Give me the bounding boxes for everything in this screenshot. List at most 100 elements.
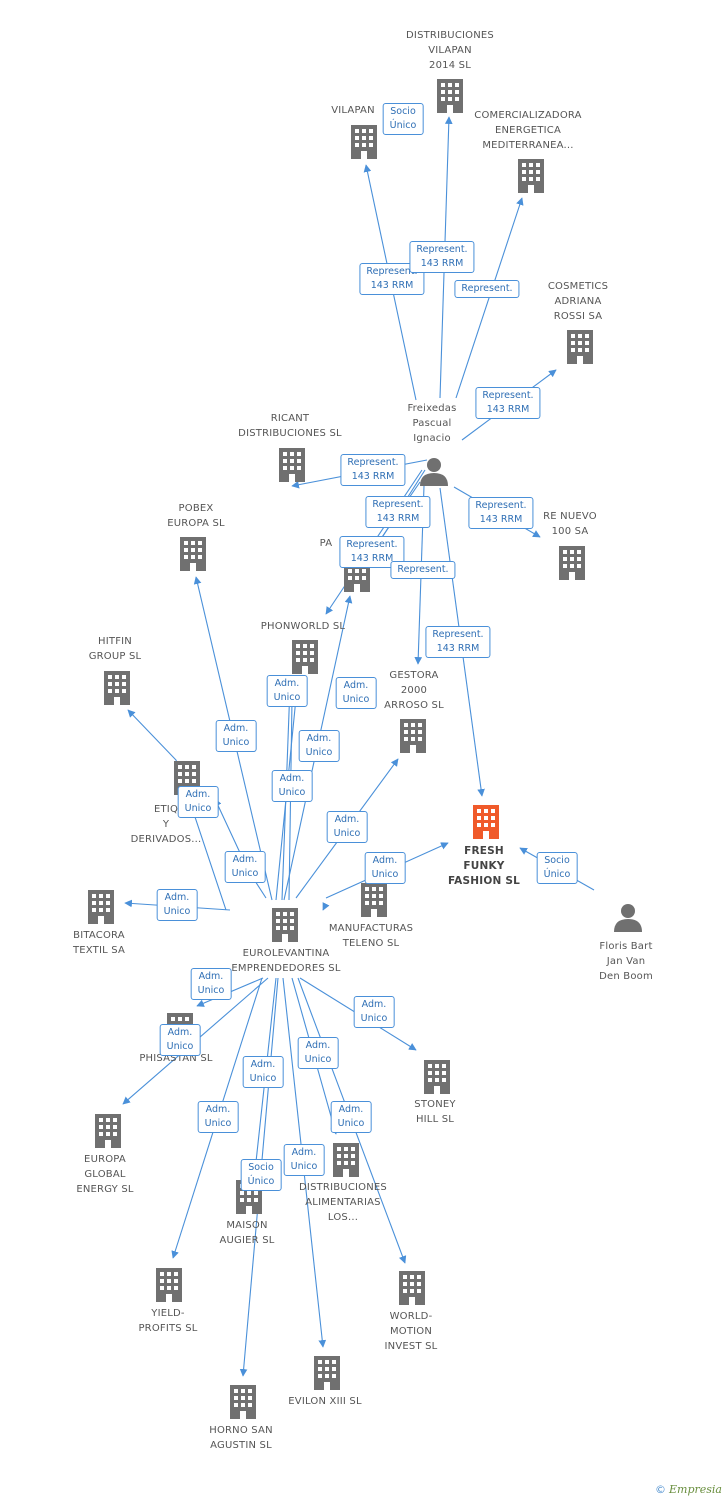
edge-label-line: Represent. [397, 564, 449, 575]
building-icon-yield[interactable] [156, 1268, 182, 1302]
node-label-line: 100 SA [551, 526, 589, 537]
edge-label-l_adm_maison[interactable]: Adm.Unico [242, 1056, 284, 1088]
node-label-line: AUGIER SL [219, 1235, 275, 1246]
edge-label-line: Adm. [164, 892, 190, 903]
edge-label-l_rep_fresh[interactable]: Represent.143 RRM [425, 626, 491, 658]
edge-label-l_adm_fresh[interactable]: Adm.Unico [364, 852, 406, 884]
edge-label-l_adm_x1[interactable]: Adm.Unico [298, 730, 340, 762]
node-label-yield[interactable]: YIELD-PROFITS SL [88, 1306, 248, 1336]
node-label-phonworld[interactable]: PHONWORLD SL [223, 619, 383, 634]
edge-label-line: Unico [273, 692, 301, 703]
node-label-line: DISTRIBUCIONES [406, 30, 494, 41]
building-icon-vilapan[interactable] [351, 125, 377, 159]
edge-label-l_rep_ricant[interactable]: Represent.143 RRM [340, 454, 406, 486]
node-label-phisastan[interactable]: PHISASTAN SL [96, 1051, 256, 1066]
building-icon-phonworld[interactable] [292, 640, 318, 674]
building-icon-bitacora[interactable] [88, 890, 114, 924]
edge-label-line: Unico [290, 1161, 318, 1172]
node-label-pa[interactable]: PA [246, 536, 406, 551]
node-label-line: FUNKY [463, 860, 505, 872]
edge-label-l_adm_etiq[interactable]: Adm.Unico [224, 851, 266, 883]
edge-label-l_adm_pobex[interactable]: Adm.Unico [215, 720, 257, 752]
edge-label-l_rep_pa2[interactable]: Represent.143 RRM [339, 536, 405, 568]
building-icon-manufacturas[interactable] [361, 883, 387, 917]
building-icon-stoney[interactable] [424, 1060, 450, 1094]
node-label-line: HITFIN [98, 636, 132, 647]
edge-label-line: 143 RRM [420, 258, 464, 269]
edge-label-l_adm_evilon[interactable]: Adm.Unico [283, 1144, 325, 1176]
building-icon-comercializadora[interactable] [518, 159, 544, 193]
edge-label-line: 143 RRM [370, 280, 414, 291]
edge-label-line: Unico [342, 694, 370, 705]
building-icon-pobex[interactable] [180, 537, 206, 571]
building-icon-distribuciones_alimentarias[interactable] [333, 1143, 359, 1177]
node-label-line: MOTION [389, 1326, 433, 1337]
building-icon-gestora[interactable] [400, 719, 426, 753]
building-icon-renuevo[interactable] [559, 546, 585, 580]
building-icon-hitfin[interactable] [104, 671, 130, 705]
node-label-line: MANUFACTURAS [328, 923, 414, 934]
edge-label-l_adm_phon[interactable]: Adm.Unico [266, 675, 308, 707]
node-label-line: LOS... [327, 1212, 359, 1223]
edge-label-l_adm_stoney[interactable]: Adm.Unico [353, 996, 395, 1028]
edge-label-line: Represent. [347, 457, 399, 468]
edge-label-l_rep_pa1[interactable]: Represent.143 RRM [365, 496, 431, 528]
edge-label-line: Socio [248, 1162, 274, 1173]
building-icon-europa_global[interactable] [95, 1114, 121, 1148]
building-icon-fresh[interactable] [473, 805, 499, 839]
edge-label-l_rep_dv[interactable]: Represent.143 RRM [409, 241, 475, 273]
edge-label-l_adm_world[interactable]: Adm.Unico [330, 1101, 372, 1133]
building-icon-world_motion[interactable] [399, 1271, 425, 1305]
node-label-line: COMERCIALIZADORA [474, 110, 582, 121]
node-label-vilapan[interactable]: VILAPAN [273, 103, 433, 118]
node-label-evilon[interactable]: EVILON XIII SL [245, 1394, 405, 1409]
edge-label-l_rep_com[interactable]: Represent. [454, 280, 520, 298]
edge-label-l_adm_yield[interactable]: Adm.Unico [197, 1101, 239, 1133]
edge-label-l_adm_x2[interactable]: Adm.Unico [271, 770, 313, 802]
edge-label-l_adm_phis2[interactable]: Adm.Unico [159, 1024, 201, 1056]
edge-label-l_adm_pa[interactable]: Adm.Unico [335, 677, 377, 709]
building-icon-cosmetics[interactable] [567, 330, 593, 364]
edge-label-line: Unico [204, 1118, 232, 1129]
building-icon-evilon[interactable] [314, 1356, 340, 1390]
edge-label-l_rep_cos[interactable]: Represent.143 RRM [475, 387, 541, 419]
building-icon-ricant[interactable] [279, 448, 305, 482]
node-label-line: INVEST SL [384, 1341, 438, 1352]
edge-label-l_adm_gestora[interactable]: Adm.Unico [326, 811, 368, 843]
edge-label-l_adm_bitacora[interactable]: Adm.Unico [156, 889, 198, 921]
edge-label-line: Adm. [361, 999, 387, 1010]
edge-label-line: 143 RRM [486, 404, 530, 415]
edge-label-l_adm_phis1[interactable]: Adm.Unico [190, 968, 232, 1000]
edge-label-l_rep_phon[interactable]: Represent. [390, 561, 456, 579]
edge-label-l_adm_da[interactable]: Adm.Unico [297, 1037, 339, 1069]
edge-label-l_adm_hitfin[interactable]: Adm.Unico [177, 786, 219, 818]
node-label-line: ENERGETICA [494, 125, 561, 136]
edge-label-l_rep_renuevo[interactable]: Represent.143 RRM [468, 497, 534, 529]
person-icon-floris[interactable] [614, 904, 642, 932]
brand-name: Empresia [669, 1483, 722, 1496]
